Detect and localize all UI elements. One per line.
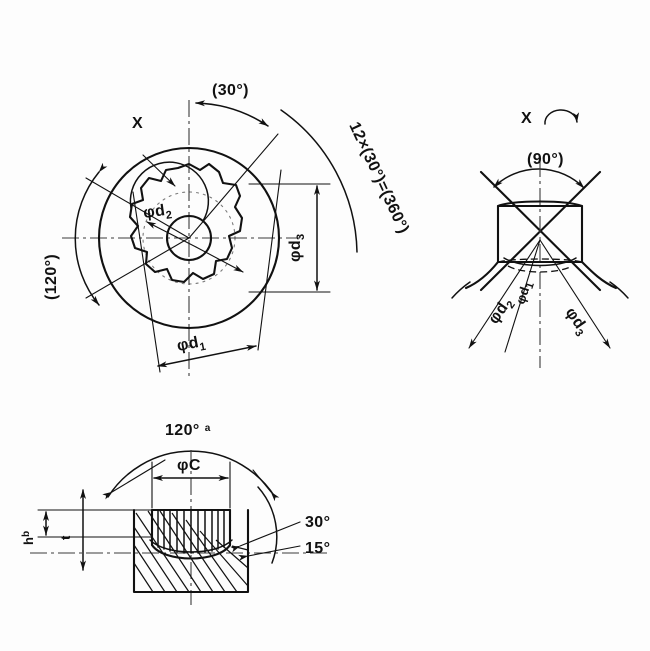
section-view: 120° a φC 30° 15° hb t bbox=[21, 422, 330, 605]
detail-arc-left bbox=[451, 281, 471, 299]
detail-leader-d1 bbox=[504, 239, 541, 353]
detail-leader-d3 bbox=[539, 239, 611, 349]
construction-arc-top-left bbox=[129, 161, 210, 222]
detail-root-curve bbox=[503, 257, 577, 267]
d2-leader-line bbox=[146, 221, 197, 248]
chamfer-leader-15 bbox=[238, 545, 301, 561]
detail-top-crown bbox=[496, 200, 584, 208]
rotation-arrow-icon bbox=[544, 109, 580, 125]
bore-bottom-curve bbox=[150, 543, 232, 560]
cone-leader-right bbox=[252, 469, 280, 502]
label-dia-d2: φd bbox=[142, 202, 166, 222]
chamfer-leader-30 bbox=[230, 521, 301, 553]
angle-arc-30 bbox=[195, 100, 269, 127]
label-chamfer-15: 15° bbox=[305, 540, 330, 557]
chamfer-arc bbox=[257, 486, 278, 564]
label-angle-90: (90°) bbox=[527, 151, 564, 168]
label-angle-120: (120°) bbox=[43, 254, 60, 300]
label-cone-angle-note: a bbox=[205, 423, 211, 434]
label-cone-angle: 120° a bbox=[165, 422, 211, 439]
angle-arc-360 bbox=[280, 109, 358, 253]
spline-star-profile bbox=[128, 162, 244, 284]
label-depth-h-group: hb bbox=[21, 531, 36, 545]
label-dia-d2-group: φd2 bbox=[142, 201, 173, 225]
detail-leader-d2 bbox=[468, 239, 541, 349]
svg-text:hb: hb bbox=[21, 531, 36, 545]
section-body-outline bbox=[132, 508, 250, 594]
detail-root-hidden bbox=[507, 265, 573, 273]
svg-text:φd2: φd2 bbox=[142, 201, 173, 225]
label-angle-30: (30°) bbox=[212, 82, 249, 99]
d1-ext-line-right bbox=[257, 169, 282, 351]
center-bore-circle bbox=[165, 214, 213, 262]
label-dia-d3-sub: 3 bbox=[295, 233, 307, 240]
label-detail-marker-x-plan: X bbox=[132, 115, 143, 132]
d1-ext-line-left bbox=[132, 191, 161, 373]
label-bore-dia-C: φC bbox=[177, 457, 201, 474]
label-chamfer-30: 30° bbox=[305, 514, 330, 531]
label-dia-d3: φd bbox=[287, 240, 304, 262]
angle-ray-120-a bbox=[85, 177, 190, 239]
label-detail-marker-x: X bbox=[521, 110, 532, 127]
svg-text:φd1: φd1 bbox=[513, 279, 537, 307]
detail-flank-right bbox=[580, 260, 618, 290]
d2-leader-line-2 bbox=[195, 246, 244, 273]
angle-ray-120-b bbox=[85, 237, 190, 299]
cone-leader-left bbox=[102, 459, 166, 500]
detail-x-leader bbox=[142, 154, 176, 187]
angle-ray-30 bbox=[188, 133, 279, 239]
detail-flank-left bbox=[464, 260, 500, 290]
detail-bottom-hidden bbox=[497, 258, 583, 263]
detail-arc-right bbox=[609, 281, 629, 299]
label-detail-d1-group: φd1 bbox=[513, 279, 537, 307]
label-dia-d1: φd bbox=[176, 334, 201, 355]
angle-arc-90 bbox=[493, 168, 585, 189]
label-depth-h: h bbox=[21, 537, 36, 545]
d1-dimension-line bbox=[157, 344, 257, 368]
spline-root-circle bbox=[142, 191, 236, 285]
angle-arc-120 bbox=[74, 162, 108, 306]
svg-text:φd1: φd1 bbox=[176, 333, 208, 358]
label-depth-h-sup: b bbox=[21, 531, 32, 537]
label-dia-d3-group: φd3 bbox=[287, 233, 307, 262]
label-detail-d1: φd bbox=[513, 285, 533, 306]
label-cone-angle-value: 120° bbox=[165, 422, 200, 439]
label-dia-d2-sub: 2 bbox=[165, 209, 173, 222]
spline-teeth-section bbox=[157, 509, 225, 554]
label-dia-d1-sub: 1 bbox=[199, 341, 208, 354]
label-thread-depth-group: t bbox=[58, 535, 73, 540]
label-detail-d1-sub: 1 bbox=[524, 281, 537, 291]
label-dia-d1-group: φd1 bbox=[176, 333, 208, 358]
svg-text:φd3: φd3 bbox=[287, 233, 307, 262]
label-thread-depth: t bbox=[58, 535, 73, 540]
